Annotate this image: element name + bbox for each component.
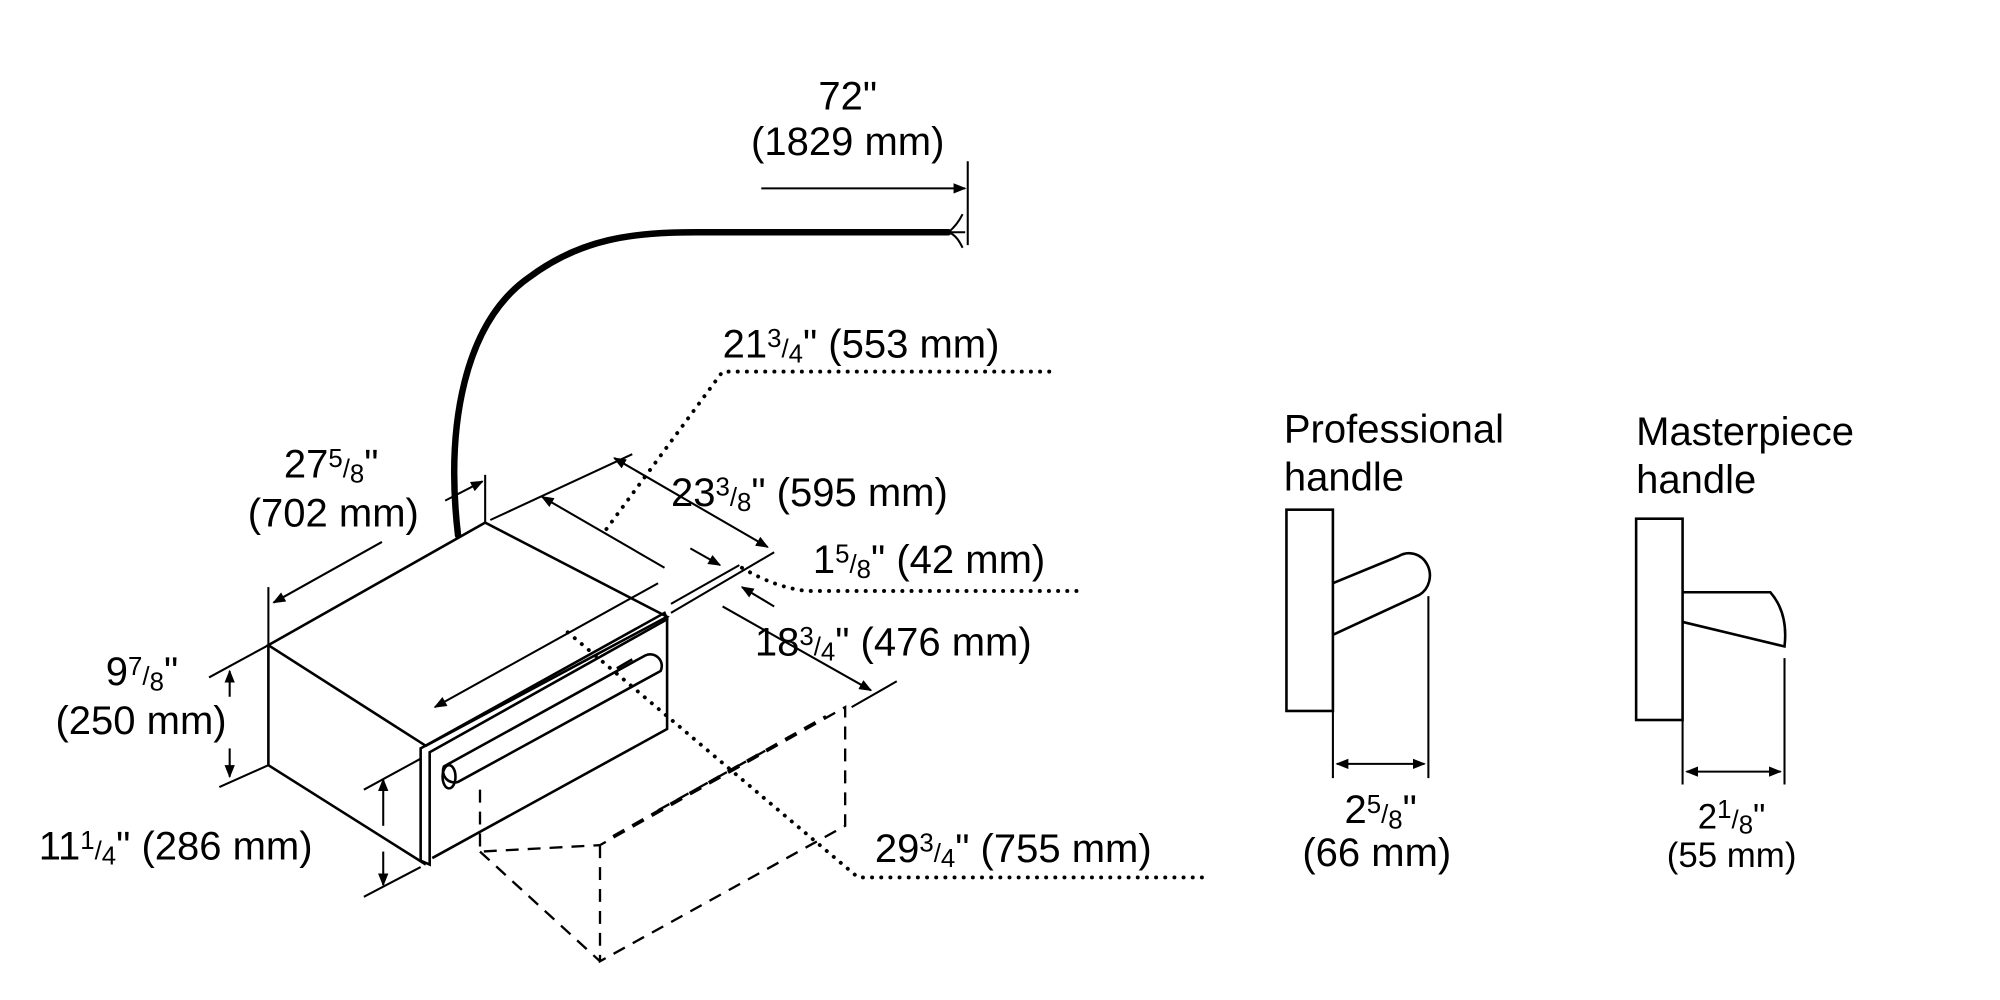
leader-755 — [565, 630, 1209, 880]
open-755-label: 293/4" (755 mm) — [875, 827, 1152, 873]
professional-handle-subtitle: handle — [1284, 455, 1404, 499]
height-250-mm: (250 mm) — [55, 699, 226, 743]
drawer-body — [265, 521, 670, 867]
width-702-mm: (702 mm) — [248, 491, 419, 535]
front-42-label: 15/8" (42 mm) — [813, 538, 1045, 584]
masterpiece-handle-subtitle: handle — [1636, 458, 1756, 502]
leader-42 — [740, 565, 1086, 593]
width-702-label: 275/8" — [284, 442, 379, 488]
professional-handle-depth: 25/8" — [1344, 788, 1416, 834]
professional-handle-detail: Professional handle 25/8" (66 mm) — [1284, 408, 1504, 875]
height-250-label: 97/8" — [106, 650, 178, 696]
professional-handle-depth-mm: (66 mm) — [1302, 831, 1451, 875]
cable-length-inches: 72" — [818, 75, 877, 119]
dimension-lines — [208, 453, 898, 898]
masterpiece-handle-title: Masterpiece — [1636, 410, 1854, 454]
cable-length-mm: (1829 mm) — [751, 120, 944, 164]
open-drawer-outline — [478, 705, 847, 964]
depth-476-label: 183/4" (476 mm) — [755, 620, 1032, 666]
cable-length-dimension: 72" (1829 mm) — [751, 75, 969, 246]
masterpiece-handle-detail: Masterpiece handle 21/8" (55 mm) — [1634, 410, 1854, 875]
depth-553-label: 213/4" (553 mm) — [723, 322, 1000, 368]
masterpiece-handle-depth: 21/8" — [1698, 796, 1766, 839]
professional-handle-title: Professional — [1284, 408, 1504, 452]
width-595-label: 233/8" (595 mm) — [671, 471, 948, 517]
height-286-label: 111/4" (286 mm) — [39, 824, 313, 870]
power-cable — [451, 213, 966, 539]
masterpiece-handle-depth-mm: (55 mm) — [1667, 836, 1797, 875]
